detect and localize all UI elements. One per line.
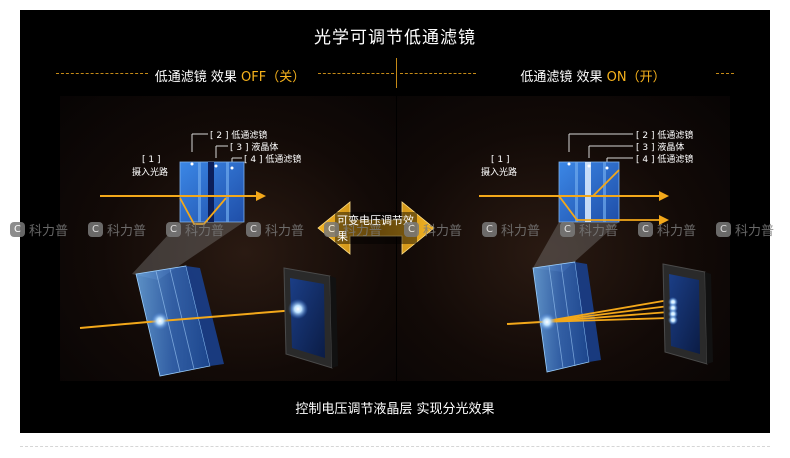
watermark-text: 科力普 bbox=[501, 223, 541, 239]
input-path-label: 摄入光路 bbox=[481, 166, 517, 178]
watermark-c-icon: C bbox=[246, 221, 261, 237]
light-beam-out bbox=[147, 309, 297, 323]
filter-on-label: 低通滤镜 效果 bbox=[520, 70, 607, 85]
lpf1-label: [ 2 ] 低通滤镜 bbox=[210, 129, 267, 141]
watermark-text: 科力普 bbox=[657, 223, 697, 239]
input-path-label: 摄入光路 bbox=[132, 166, 168, 178]
filter-on-header: 低通滤镜 效果 ON（开） bbox=[468, 66, 718, 85]
light-beam-out-2 bbox=[540, 305, 670, 323]
light-beam-in bbox=[79, 321, 149, 329]
watermark-c-icon: C bbox=[638, 221, 653, 237]
beam-glow-sensor bbox=[288, 299, 308, 319]
bottom-caption: 控制电压调节液晶层 实现分光效果 bbox=[295, 402, 495, 417]
filter-on-state: ON（开） bbox=[606, 70, 666, 85]
lc-label: [ 3 ] 液晶体 bbox=[230, 141, 278, 153]
filter-glass-slab bbox=[532, 261, 601, 373]
filter-on-illustration: [ 2 ] 低通滤镜 [ 3 ] 液晶体 [ 4 ] 低通滤镜 [ 1 ] 摄入… bbox=[479, 129, 713, 373]
lpf2-label: [ 4 ] 低通滤镜 bbox=[244, 153, 301, 165]
zoom-funnel bbox=[132, 222, 244, 280]
light-beam-out-1 bbox=[540, 299, 670, 323]
filter-off-state: OFF（关） bbox=[241, 70, 306, 85]
filter-glass-slab bbox=[135, 265, 224, 377]
image-sensor bbox=[662, 263, 713, 365]
watermark-c-icon: C bbox=[166, 221, 181, 237]
output-beam-arrow bbox=[256, 191, 266, 201]
light-beam-out-3 bbox=[540, 311, 670, 323]
watermark-text: 科力普 bbox=[343, 223, 383, 239]
watermark-c-icon: C bbox=[404, 221, 419, 237]
banner-title: 光学可调节低通滤镜 bbox=[314, 28, 476, 48]
filter-stack-diagram bbox=[558, 161, 620, 223]
output-beam-arrow-lower bbox=[659, 215, 669, 225]
filter-off-header: 低通滤镜 效果 OFF（关） bbox=[140, 66, 320, 85]
watermark-c-icon: C bbox=[324, 221, 339, 237]
filter-off-illustration: [ 2 ] 低通滤镜 [ 3 ] 液晶体 [ 4 ] 低通滤镜 [ 1 ] 摄入… bbox=[79, 129, 338, 377]
lc-label: [ 3 ] 液晶体 bbox=[636, 141, 684, 153]
center-arrow-label: 可变电压调节效果 bbox=[335, 212, 417, 244]
image-sensor bbox=[283, 267, 338, 369]
watermark-c-icon: C bbox=[560, 221, 575, 237]
beam-glow-slab bbox=[538, 313, 556, 331]
filter-off-label: 低通滤镜 效果 bbox=[154, 70, 242, 85]
watermark-text: 科力普 bbox=[107, 223, 147, 239]
filter-stack-diagram bbox=[179, 161, 245, 223]
center-divider bbox=[396, 58, 397, 88]
zoom-funnel bbox=[533, 222, 619, 272]
deflected-beam bbox=[592, 169, 620, 197]
watermark-c-icon: C bbox=[10, 221, 25, 237]
watermark-text: 科力普 bbox=[579, 223, 619, 239]
watermark-text: 科力普 bbox=[185, 223, 225, 239]
input-number-label: [ 1 ] bbox=[142, 155, 160, 165]
beam-glow-slab bbox=[151, 312, 169, 330]
watermark-text: 科力普 bbox=[29, 223, 69, 239]
output-beam-arrow-upper bbox=[659, 191, 669, 201]
lpf2-label: [ 4 ] 低通滤镜 bbox=[636, 153, 693, 165]
light-beam-out-4 bbox=[540, 317, 670, 323]
header-divider-right-b bbox=[716, 73, 734, 74]
split-beam bbox=[558, 195, 659, 221]
header-divider-left-b bbox=[318, 73, 394, 74]
watermark-text: 科力普 bbox=[265, 223, 305, 239]
bottom-divider bbox=[20, 446, 770, 447]
lpf1-label: [ 2 ] 低通滤镜 bbox=[636, 129, 693, 141]
filter-on-scene: [ 2 ] 低通滤镜 [ 3 ] 液晶体 [ 4 ] 低通滤镜 [ 1 ] 摄入… bbox=[397, 96, 730, 381]
watermark-text: 科力普 bbox=[735, 223, 775, 239]
light-beam-in bbox=[506, 321, 542, 325]
header-divider-left-a bbox=[56, 73, 148, 74]
watermark-c-icon: C bbox=[716, 221, 731, 237]
watermark-text: 科力普 bbox=[423, 223, 463, 239]
center-arrow-caption: 可变电压调节效果 bbox=[335, 212, 417, 244]
watermark-c-icon: C bbox=[88, 221, 103, 237]
beam-glow-sensor-4 bbox=[668, 315, 678, 325]
header-divider-right-a bbox=[400, 73, 476, 74]
input-number-label: [ 1 ] bbox=[491, 155, 509, 165]
watermark-c-icon: C bbox=[482, 221, 497, 237]
split-beam bbox=[179, 197, 227, 225]
